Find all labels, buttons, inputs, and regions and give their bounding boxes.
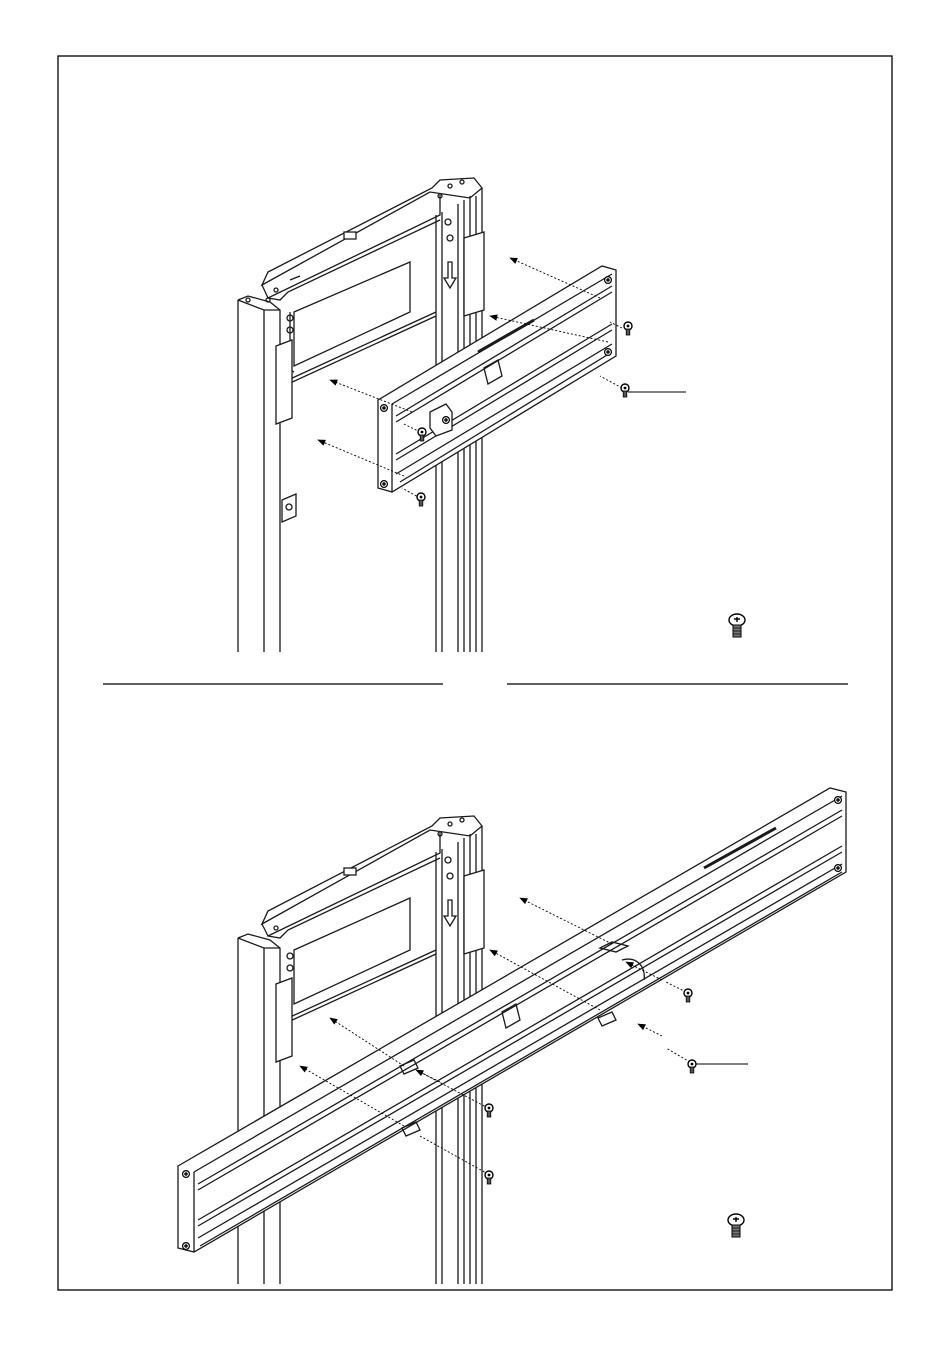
- back-panel-window: [288, 898, 436, 1022]
- left-upright: [238, 296, 280, 652]
- button-head-screw-icon: [728, 1214, 744, 1237]
- upper-step-panel: [238, 178, 686, 652]
- screw-marker: [688, 1060, 696, 1073]
- button-head-screw-icon: [729, 614, 745, 637]
- back-panel-window: [288, 262, 436, 384]
- stand-head: [262, 178, 482, 300]
- lower-step-panel: [178, 788, 846, 1284]
- stand-head: [262, 816, 482, 938]
- screw-marker: [485, 1104, 493, 1117]
- screw-marker: [417, 493, 425, 506]
- screw-marker: [485, 1171, 493, 1184]
- short-crossbar: [378, 266, 616, 492]
- screw-marker: [621, 384, 629, 397]
- screw-marker: [624, 322, 632, 335]
- left-upright: [238, 934, 280, 1284]
- screw-marker: [684, 989, 692, 1002]
